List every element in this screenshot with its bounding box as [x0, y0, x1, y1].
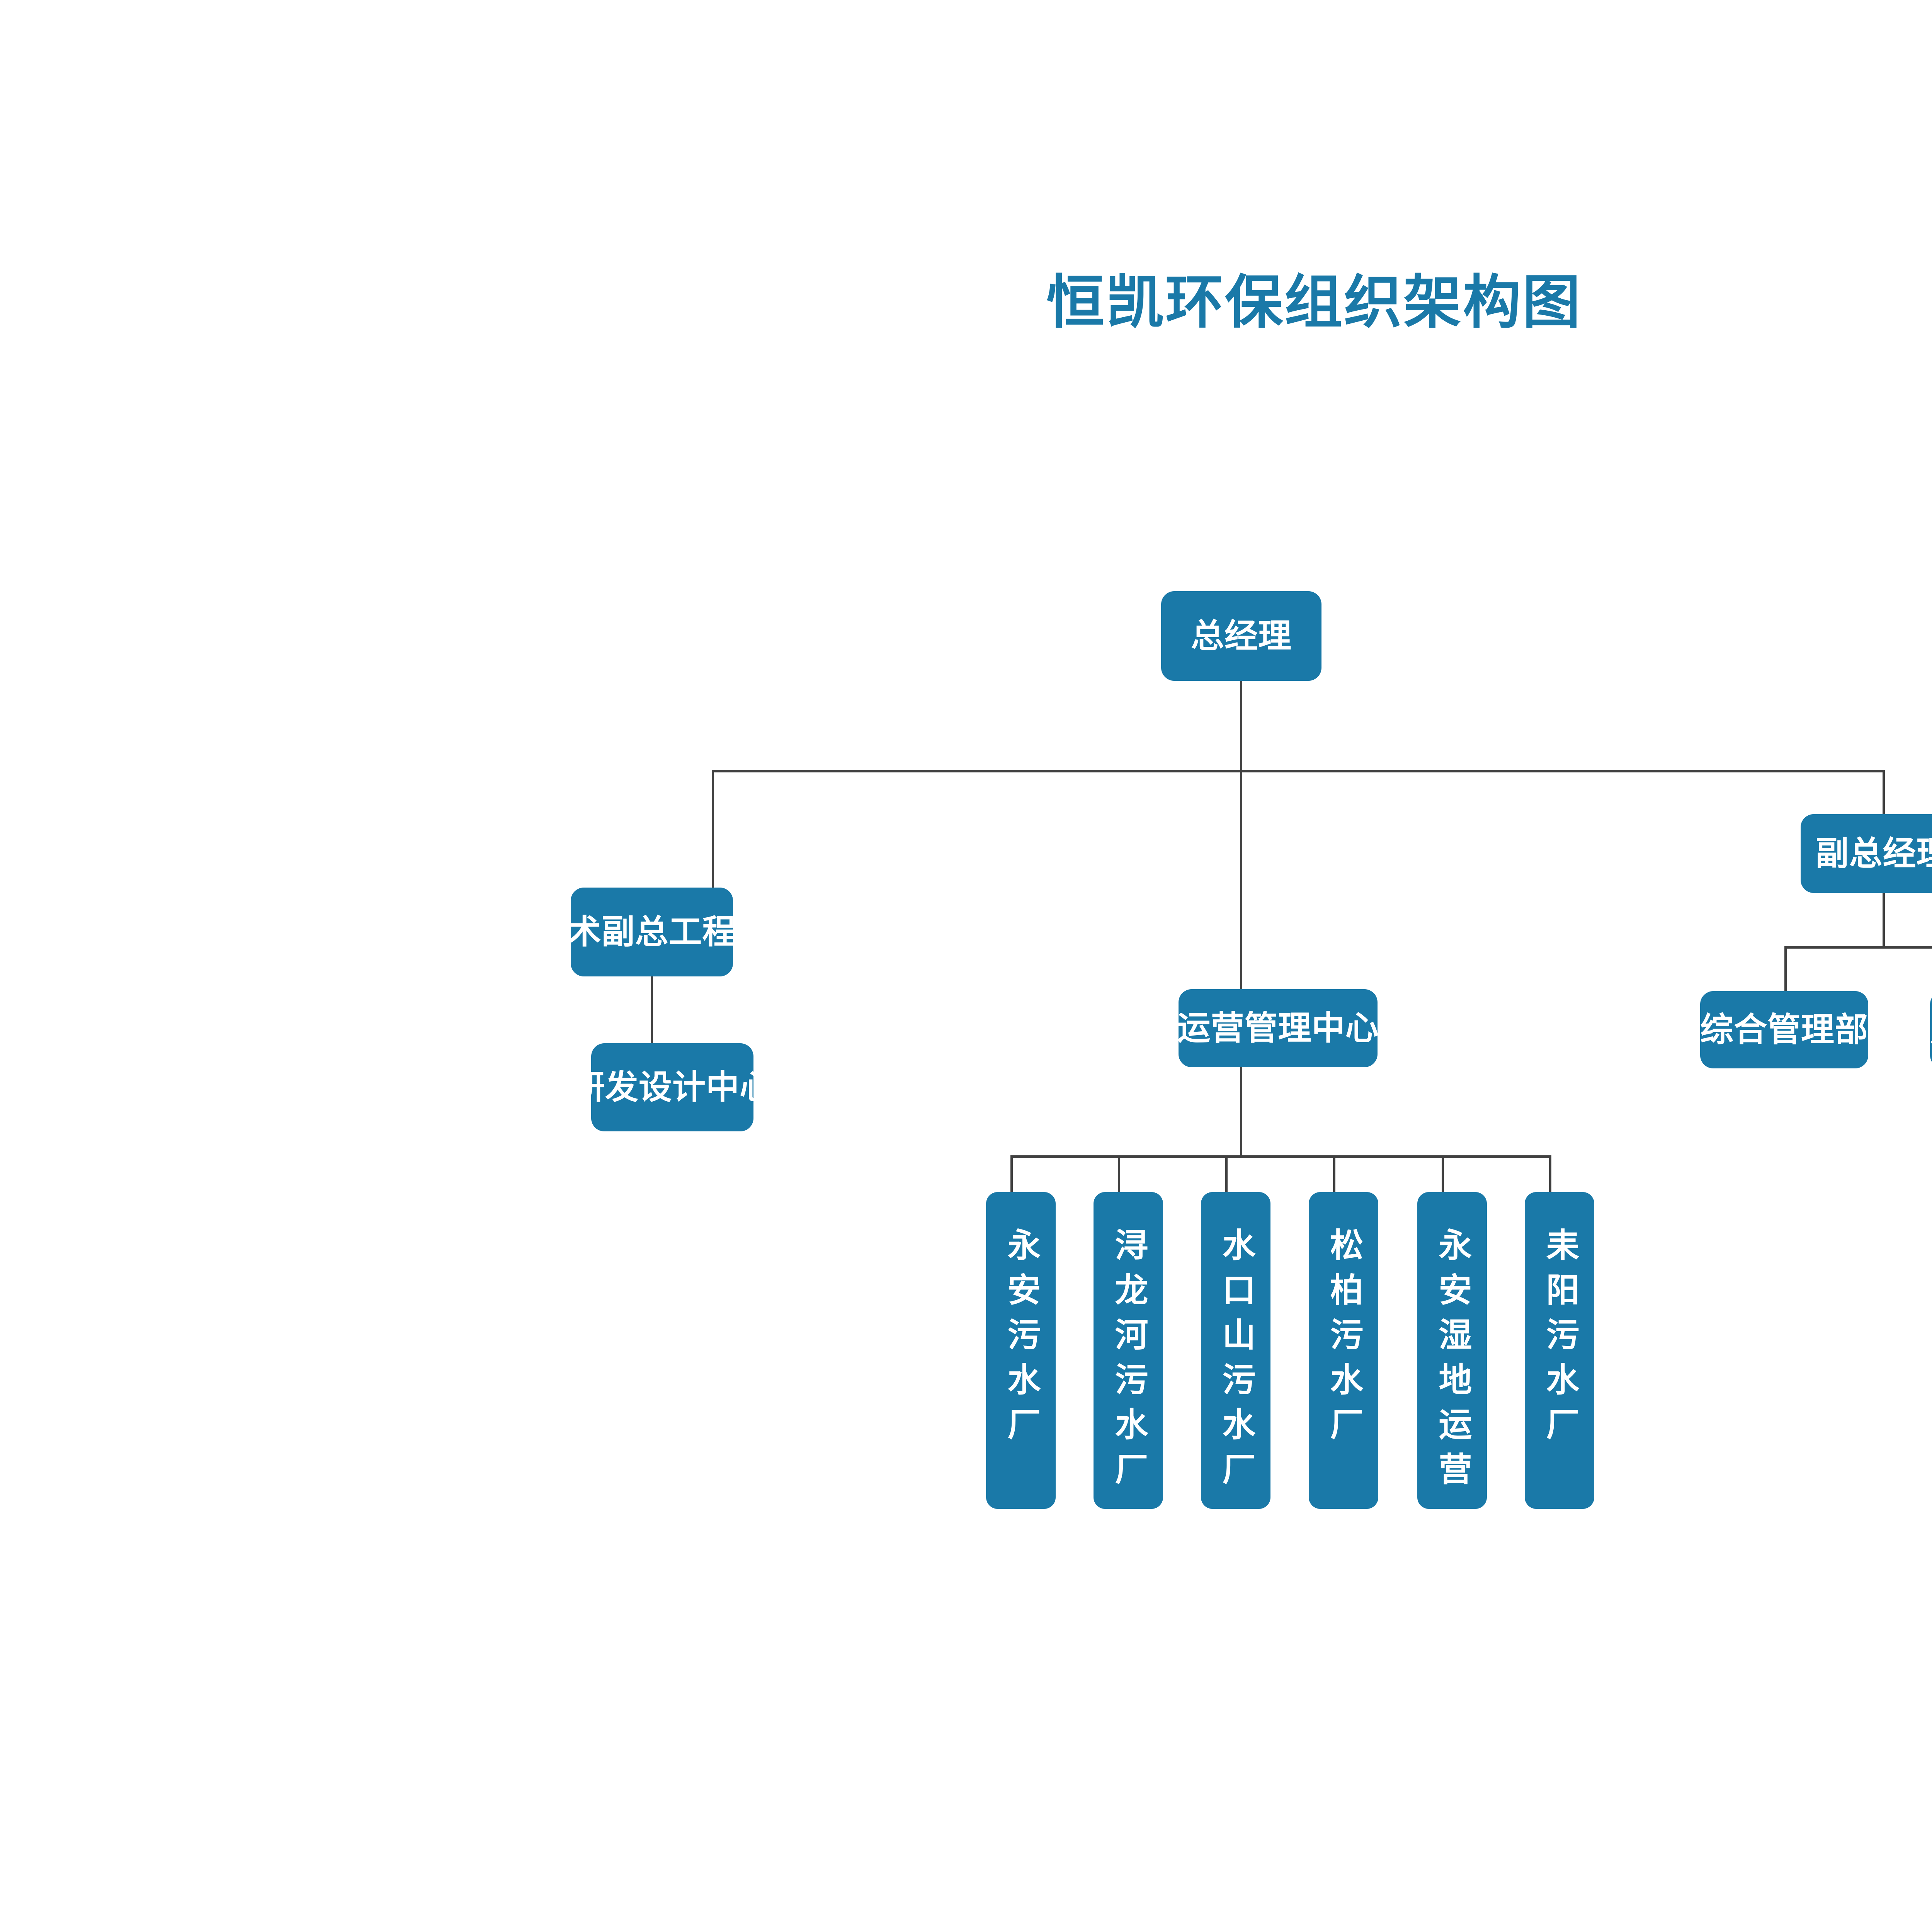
connector-drop-xunlonghe-wwtp: [1118, 1155, 1120, 1194]
node-comprehensive-management-dept[interactable]: 综合管理部: [1700, 991, 1868, 1068]
connector-deputy-gm-bus: [1784, 946, 1932, 949]
node-label-leiyang-wwtp: 耒阳污水厂: [1541, 1228, 1578, 1452]
connector-drop-yongan-wwtp: [1010, 1155, 1013, 1194]
node-label-technical-deputy-chief-engineer: 技术副总工程师: [534, 913, 770, 951]
node-deputy-general-manager[interactable]: 副总经理: [1801, 814, 1932, 893]
node-label-rd-design-center: 研发设计中心: [571, 1068, 773, 1106]
node-yongan-wwtp[interactable]: 永安污水厂: [986, 1192, 1056, 1509]
connector-root-stem: [1240, 680, 1242, 772]
node-shuikoushan-wwtp[interactable]: 水口山污水厂: [1201, 1192, 1270, 1509]
node-label-deputy-general-manager: 副总经理: [1815, 835, 1932, 872]
connector-drop-deputy-gm: [1883, 770, 1885, 815]
node-songbai-wwtp[interactable]: 松柏污水厂: [1309, 1192, 1378, 1509]
node-label-yongan-wetland-operations: 永安湿地运营: [1434, 1228, 1471, 1497]
node-rd-design-center[interactable]: 研发设计中心: [571, 1043, 773, 1131]
connector-deputy-gm-stem: [1883, 893, 1885, 947]
connector-drop-songbai-wwtp: [1333, 1155, 1335, 1194]
node-leiyang-wwtp[interactable]: 耒阳污水厂: [1525, 1192, 1594, 1509]
node-label-finance-asset-dept: 财务资产部: [1930, 1011, 1932, 1049]
connector-level2-bus: [712, 770, 1885, 772]
node-label-comprehensive-management-dept: 综合管理部: [1700, 1011, 1868, 1048]
node-finance-asset-dept[interactable]: 财务资产部: [1930, 991, 1932, 1068]
node-label-operations-management-center: 运营管理中心: [1177, 1009, 1379, 1047]
node-label-general-manager: 总经理: [1191, 617, 1292, 655]
node-yongan-wetland-operations[interactable]: 永安湿地运营: [1417, 1192, 1487, 1509]
connector-operations-bus: [1010, 1155, 1551, 1158]
connector-drop-yongan-wetland: [1442, 1155, 1444, 1194]
connector-drop-comprehensive-management: [1784, 946, 1787, 992]
connector-drop-leiyang-wwtp: [1549, 1155, 1551, 1194]
page-title: 恒凯环保组织架构图: [1046, 270, 1582, 335]
node-general-manager[interactable]: 总经理: [1161, 591, 1321, 681]
connector-drop-technical-deputy: [712, 770, 714, 889]
connector-drop-operations-center: [1240, 770, 1242, 991]
node-xunlonghe-wwtp[interactable]: 浔龙河污水厂: [1094, 1192, 1163, 1509]
connector-technical-to-rd: [651, 976, 653, 1045]
node-label-shuikoushan-wwtp: 水口山污水厂: [1217, 1228, 1254, 1497]
connector-operations-stem: [1240, 1066, 1242, 1158]
node-technical-deputy-chief-engineer[interactable]: 技术副总工程师: [534, 888, 769, 976]
node-label-xunlonghe-wwtp: 浔龙河污水厂: [1110, 1228, 1147, 1497]
connector-drop-shuikoushan-wwtp: [1225, 1155, 1228, 1194]
node-label-songbai-wwtp: 松柏污水厂: [1325, 1228, 1362, 1452]
node-label-yongan-wwtp: 永安污水厂: [1002, 1228, 1039, 1452]
node-operations-management-center[interactable]: 运营管理中心: [1177, 989, 1379, 1067]
